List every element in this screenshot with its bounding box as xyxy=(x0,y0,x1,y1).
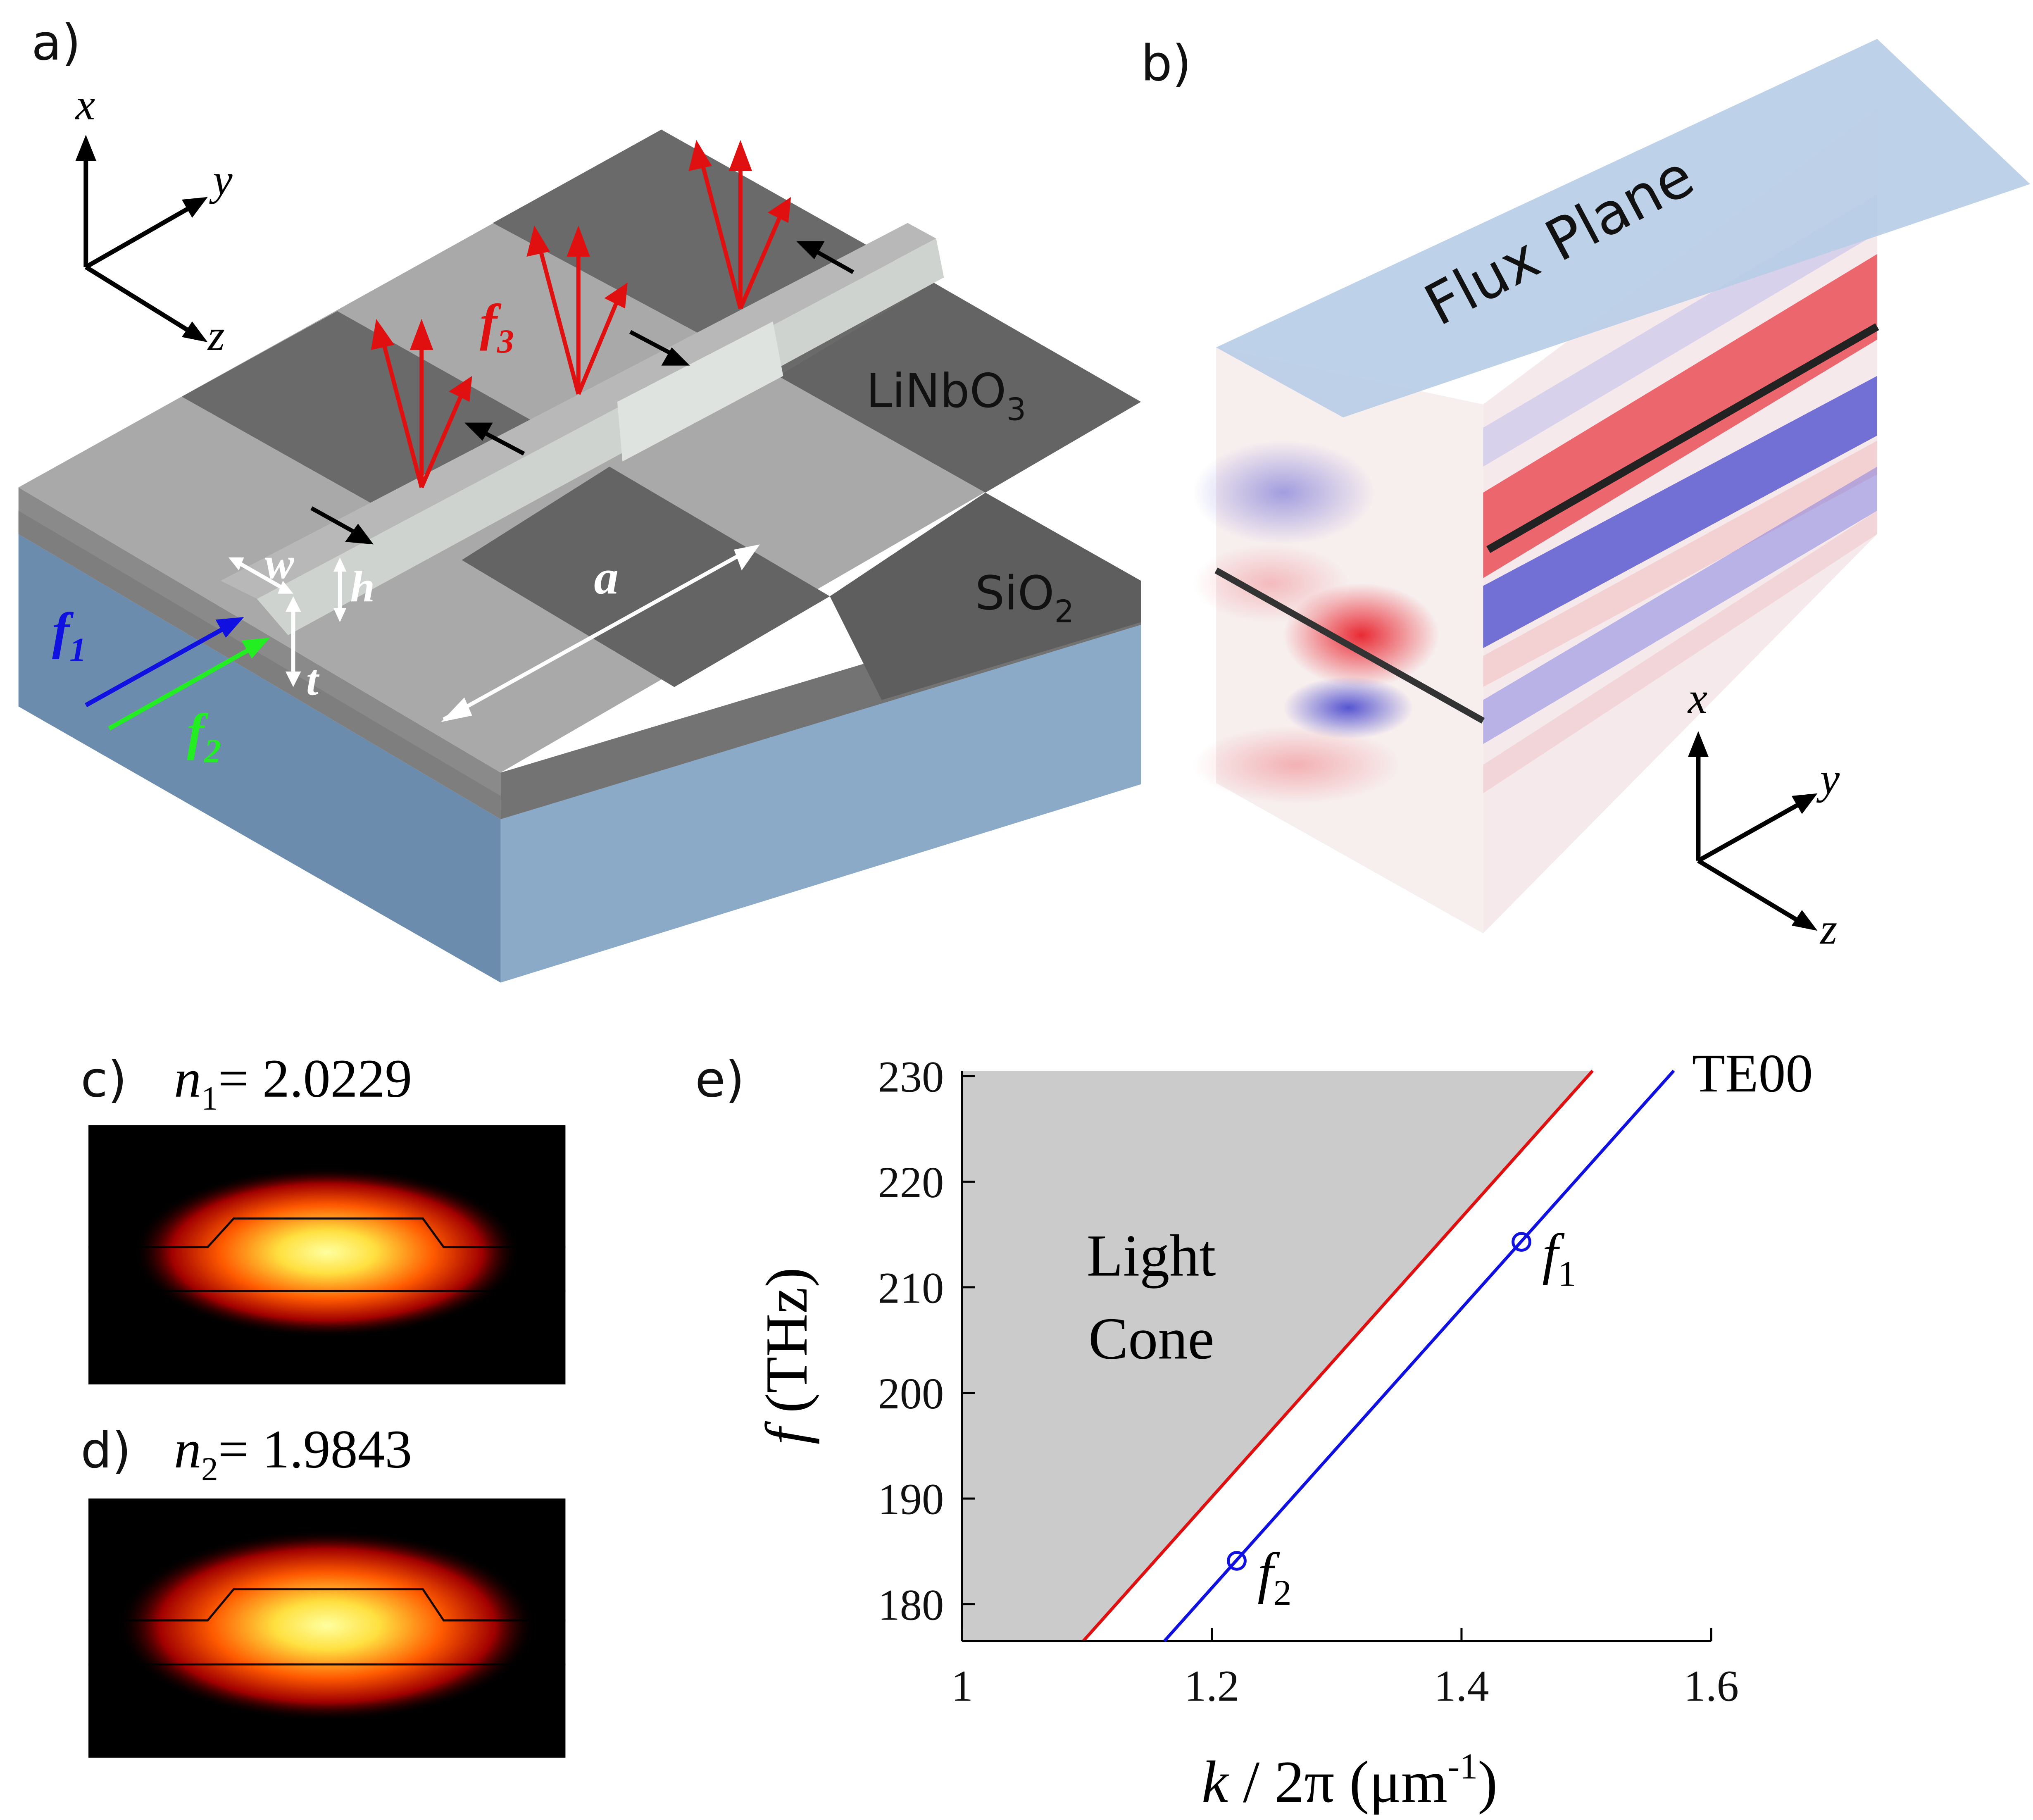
dim-t-label: t xyxy=(306,656,320,705)
axes-triad-a xyxy=(75,135,208,343)
axis-x-label-b: x xyxy=(1687,674,1707,723)
input-arrow-f2 xyxy=(108,638,270,731)
panel-c-label: c) xyxy=(81,1051,127,1109)
panel-d-label: d) xyxy=(81,1422,131,1479)
panel-e-label: e) xyxy=(695,1051,745,1109)
mode-profile-1-glow xyxy=(132,1167,521,1338)
mode-profile-2-glow xyxy=(117,1529,537,1722)
sio2-front-face xyxy=(18,534,501,983)
panel-e: e) TE00 180 190 200 210 220 230 1 1.2 1.4 1.6 f1 f2 L… xyxy=(695,1043,1813,1815)
dim-a-label: a xyxy=(594,550,619,605)
sio2-right-face xyxy=(500,622,1141,983)
y-tick-label: 190 xyxy=(878,1475,944,1524)
marker-label-f1: f1 xyxy=(1542,1222,1576,1294)
y-tick-label: 200 xyxy=(878,1370,944,1418)
x-tick-label: 1 xyxy=(951,1662,973,1710)
domain-arrows xyxy=(310,241,855,545)
series-line-te00 xyxy=(1163,1070,1675,1642)
material-linbo3-label: LiNbO3 xyxy=(866,364,1026,427)
light-cone-label-1: Light xyxy=(1087,1223,1216,1289)
axis-y-label-b: y xyxy=(1816,755,1840,803)
flux-plane xyxy=(1216,39,2030,418)
panel-b: b) Flux Plane xyxy=(1141,35,2030,954)
slab-domain-dark-4 xyxy=(778,282,1141,493)
marker-f1 xyxy=(1512,1232,1531,1252)
slab-domain-dark-3 xyxy=(462,467,830,687)
y-tick-label: 180 xyxy=(878,1581,944,1629)
dim-h-label: h xyxy=(350,562,375,611)
slab-front-edge-low xyxy=(18,510,501,819)
series-label-te00: TE00 xyxy=(1692,1043,1813,1103)
marker-f2 xyxy=(1227,1551,1247,1571)
panel-a-label: a) xyxy=(31,14,81,71)
light-line xyxy=(1082,1070,1594,1642)
mode-profile-2-outline xyxy=(88,1588,566,1666)
field-plane-cross xyxy=(1193,347,1485,934)
axis-y-label-a: y xyxy=(209,156,233,205)
marker-label-f2: f2 xyxy=(1257,1541,1291,1613)
x-tick-label: 1.2 xyxy=(1184,1662,1239,1710)
light-cone-label-2: Cone xyxy=(1088,1305,1214,1372)
axes-triad-b xyxy=(1688,731,1818,931)
dispersion-chart: TE00 180 190 200 210 220 230 1 1.2 1.4 1.6 f1 f2 Ligh… xyxy=(754,1043,1813,1815)
y-tick-label: 210 xyxy=(878,1264,944,1313)
panel-c: c) n1= 2.0229 xyxy=(81,1049,566,1385)
y-axis-label: f (THz) xyxy=(754,1267,820,1445)
x-tick-label: 1.4 xyxy=(1434,1662,1489,1710)
x-tick-label: 1.6 xyxy=(1684,1662,1739,1710)
ridge-top xyxy=(221,223,936,599)
panel-b-label: b) xyxy=(1141,35,1191,92)
axis-z-label-b: z xyxy=(1819,905,1837,954)
y-tick-label: 230 xyxy=(878,1053,944,1101)
light-cone-region xyxy=(962,1070,1593,1641)
x-axis-label: k / 2π (μm-1) xyxy=(1202,1746,1497,1815)
label-f2: f2 xyxy=(187,703,221,769)
mode-profile-1-outline xyxy=(88,1217,566,1292)
slab-domain-right-lower xyxy=(830,492,1141,700)
y-tick-label: 220 xyxy=(878,1158,944,1207)
n2-equation: n2= 1.9843 xyxy=(174,1420,412,1488)
dim-w-label: w xyxy=(265,539,295,588)
material-sio2-label: SiO2 xyxy=(975,566,1074,629)
dimension-arrows xyxy=(228,544,760,722)
axis-z-label-a: z xyxy=(207,311,225,360)
field-plane-long xyxy=(1483,109,1879,934)
panel-d: d) n2= 1.9843 xyxy=(81,1420,566,1758)
ridge-top-light-seg xyxy=(617,321,783,462)
input-arrow-f1 xyxy=(85,617,244,708)
output-arrows xyxy=(371,140,791,488)
n1-equation: n1= 2.0229 xyxy=(174,1049,412,1117)
panel-a: a) x y z xyxy=(18,14,1141,983)
axis-x-label-a: x xyxy=(75,81,95,129)
